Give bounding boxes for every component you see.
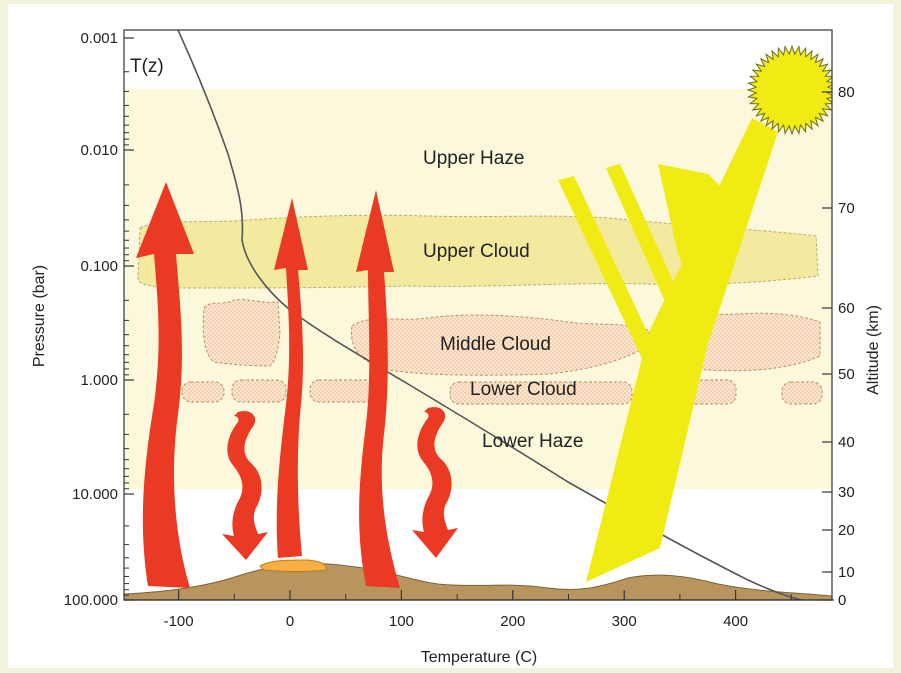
- altitude-axis: 80 70 60 50 40 30 20 10 0: [822, 84, 855, 609]
- temperature-tick-label: 100: [389, 613, 414, 630]
- altitude-tick-label: 50: [838, 366, 855, 383]
- temperature-axis-title: Temperature (C): [421, 649, 537, 666]
- altitude-tick-label: 20: [838, 522, 855, 539]
- surface-terrain: [124, 563, 832, 600]
- middle-cloud-label: Middle Cloud: [440, 334, 551, 355]
- altitude-tick-label: 70: [838, 200, 855, 217]
- pressure-tick-label: 100.000: [64, 592, 118, 609]
- pressure-tick-label: 0.010: [80, 142, 118, 159]
- temperature-tick-label: 200: [500, 613, 525, 630]
- altitude-tick-label: 60: [838, 300, 855, 317]
- altitude-tick-label: 40: [838, 434, 855, 451]
- altitude-tick-label: 30: [838, 484, 855, 501]
- diagram-canvas: Upper Haze Upper Cloud Middle Cloud Lowe…: [31, 29, 882, 666]
- temperature-tick-label: 0: [286, 613, 294, 630]
- pressure-axis: 0.001 0.010 0.100 1.000 10.000 100.000: [64, 30, 134, 609]
- altitude-axis-title: Altitude (km): [865, 305, 882, 395]
- temperature-tick-label: 300: [612, 613, 637, 630]
- lava-flow: [259, 559, 327, 572]
- altitude-tick-label: 0: [838, 592, 846, 609]
- temperature-axis: -100 0 100 200 300 400: [164, 590, 792, 630]
- pressure-tick-label: 1.000: [80, 372, 118, 389]
- pressure-tick-label: 0.001: [80, 30, 118, 47]
- lower-cloud-label: Lower Cloud: [470, 379, 577, 400]
- upper-haze-label: Upper Haze: [423, 148, 524, 169]
- altitude-tick-label: 10: [838, 564, 855, 581]
- temperature-curve-label: T(z): [130, 56, 164, 77]
- sunlight-beams: [558, 118, 778, 582]
- temperature-tick-label: 400: [723, 613, 748, 630]
- pressure-tick-label: 10.000: [72, 486, 118, 503]
- temperature-tick-label: -100: [164, 613, 194, 630]
- pressure-axis-title: Pressure (bar): [31, 265, 48, 367]
- altitude-tick-label: 80: [838, 84, 855, 101]
- pressure-tick-label: 0.100: [80, 258, 118, 275]
- heat-arrows: [136, 182, 458, 588]
- upper-cloud-label: Upper Cloud: [423, 241, 530, 262]
- sun-icon: [746, 44, 832, 136]
- venus-atmosphere-diagram: Upper Haze Upper Cloud Middle Cloud Lowe…: [8, 4, 893, 668]
- lower-haze-label: Lower Haze: [482, 431, 583, 452]
